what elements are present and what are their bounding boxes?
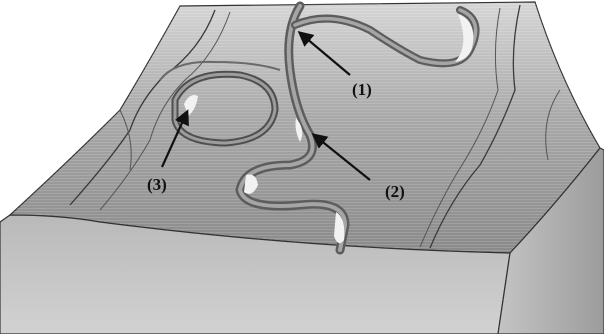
label-2: (2) <box>385 182 405 201</box>
label-3: (3) <box>147 175 167 194</box>
label-1: (1) <box>352 80 372 99</box>
